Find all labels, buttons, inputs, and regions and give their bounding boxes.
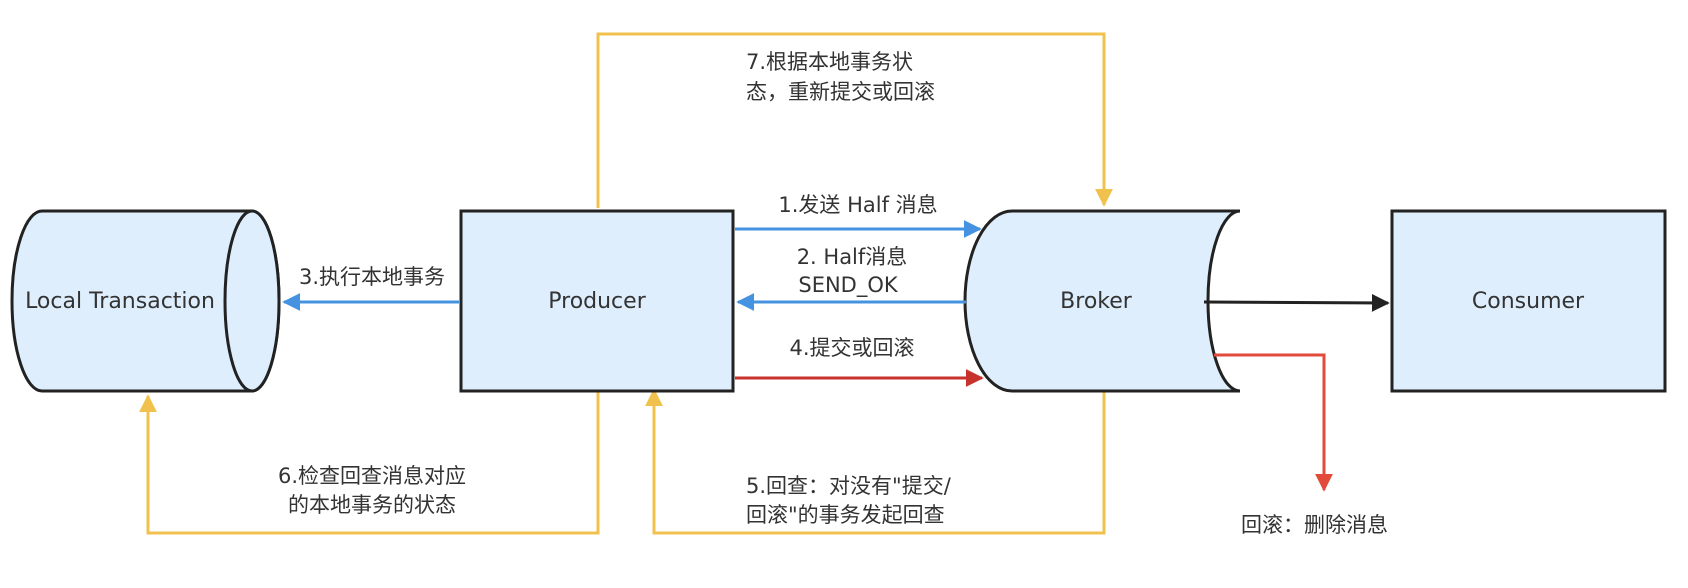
producer-node: Producer <box>459 209 735 393</box>
producer-box <box>459 209 735 393</box>
edge-check-back-line <box>645 388 1106 535</box>
label-half-ok-line1: 2. Half消息 <box>797 245 908 269</box>
edge-broker-consumer-arrow <box>1203 293 1390 312</box>
broker-node: Broker <box>963 209 1241 393</box>
broker-label: Broker <box>1060 289 1133 314</box>
edge-resubmit-line <box>596 32 1113 208</box>
label-check-status-line1: 6.检查回查消息对应 <box>278 464 466 488</box>
broker-body <box>963 209 1241 393</box>
label-execute-local: 3.执行本地事务 <box>299 265 445 289</box>
label-check-back-line2: 回滚"的事务发起回查 <box>746 503 945 527</box>
consumer-node: Consumer <box>1390 209 1667 393</box>
consumer-label: Consumer <box>1472 289 1585 314</box>
local-transaction-label: Local Transaction <box>25 289 215 314</box>
label-resubmit-line2: 态，重新提交或回滚 <box>746 80 935 104</box>
edge-check-status-line <box>139 392 600 535</box>
consumer-box <box>1390 209 1667 393</box>
label-commit-rollback: 4.提交或回滚 <box>789 336 914 360</box>
local-transaction-cap <box>223 209 281 393</box>
label-resubmit-line1: 7.根据本地事务状 <box>746 50 913 74</box>
label-half-ok-line2: SEND_OK <box>798 273 899 298</box>
label-check-back-line1: 5.回查：对没有"提交/ <box>746 474 952 498</box>
local-transaction-node: Local Transaction <box>10 209 281 393</box>
label-send-half: 1.发送 Half 消息 <box>778 193 937 217</box>
label-check-status-line2: 的本地事务的状态 <box>288 493 456 517</box>
producer-label: Producer <box>548 289 646 314</box>
edge-rollback-delete-arrow <box>1214 353 1333 492</box>
label-rollback-delete: 回滚：删除消息 <box>1241 513 1388 537</box>
